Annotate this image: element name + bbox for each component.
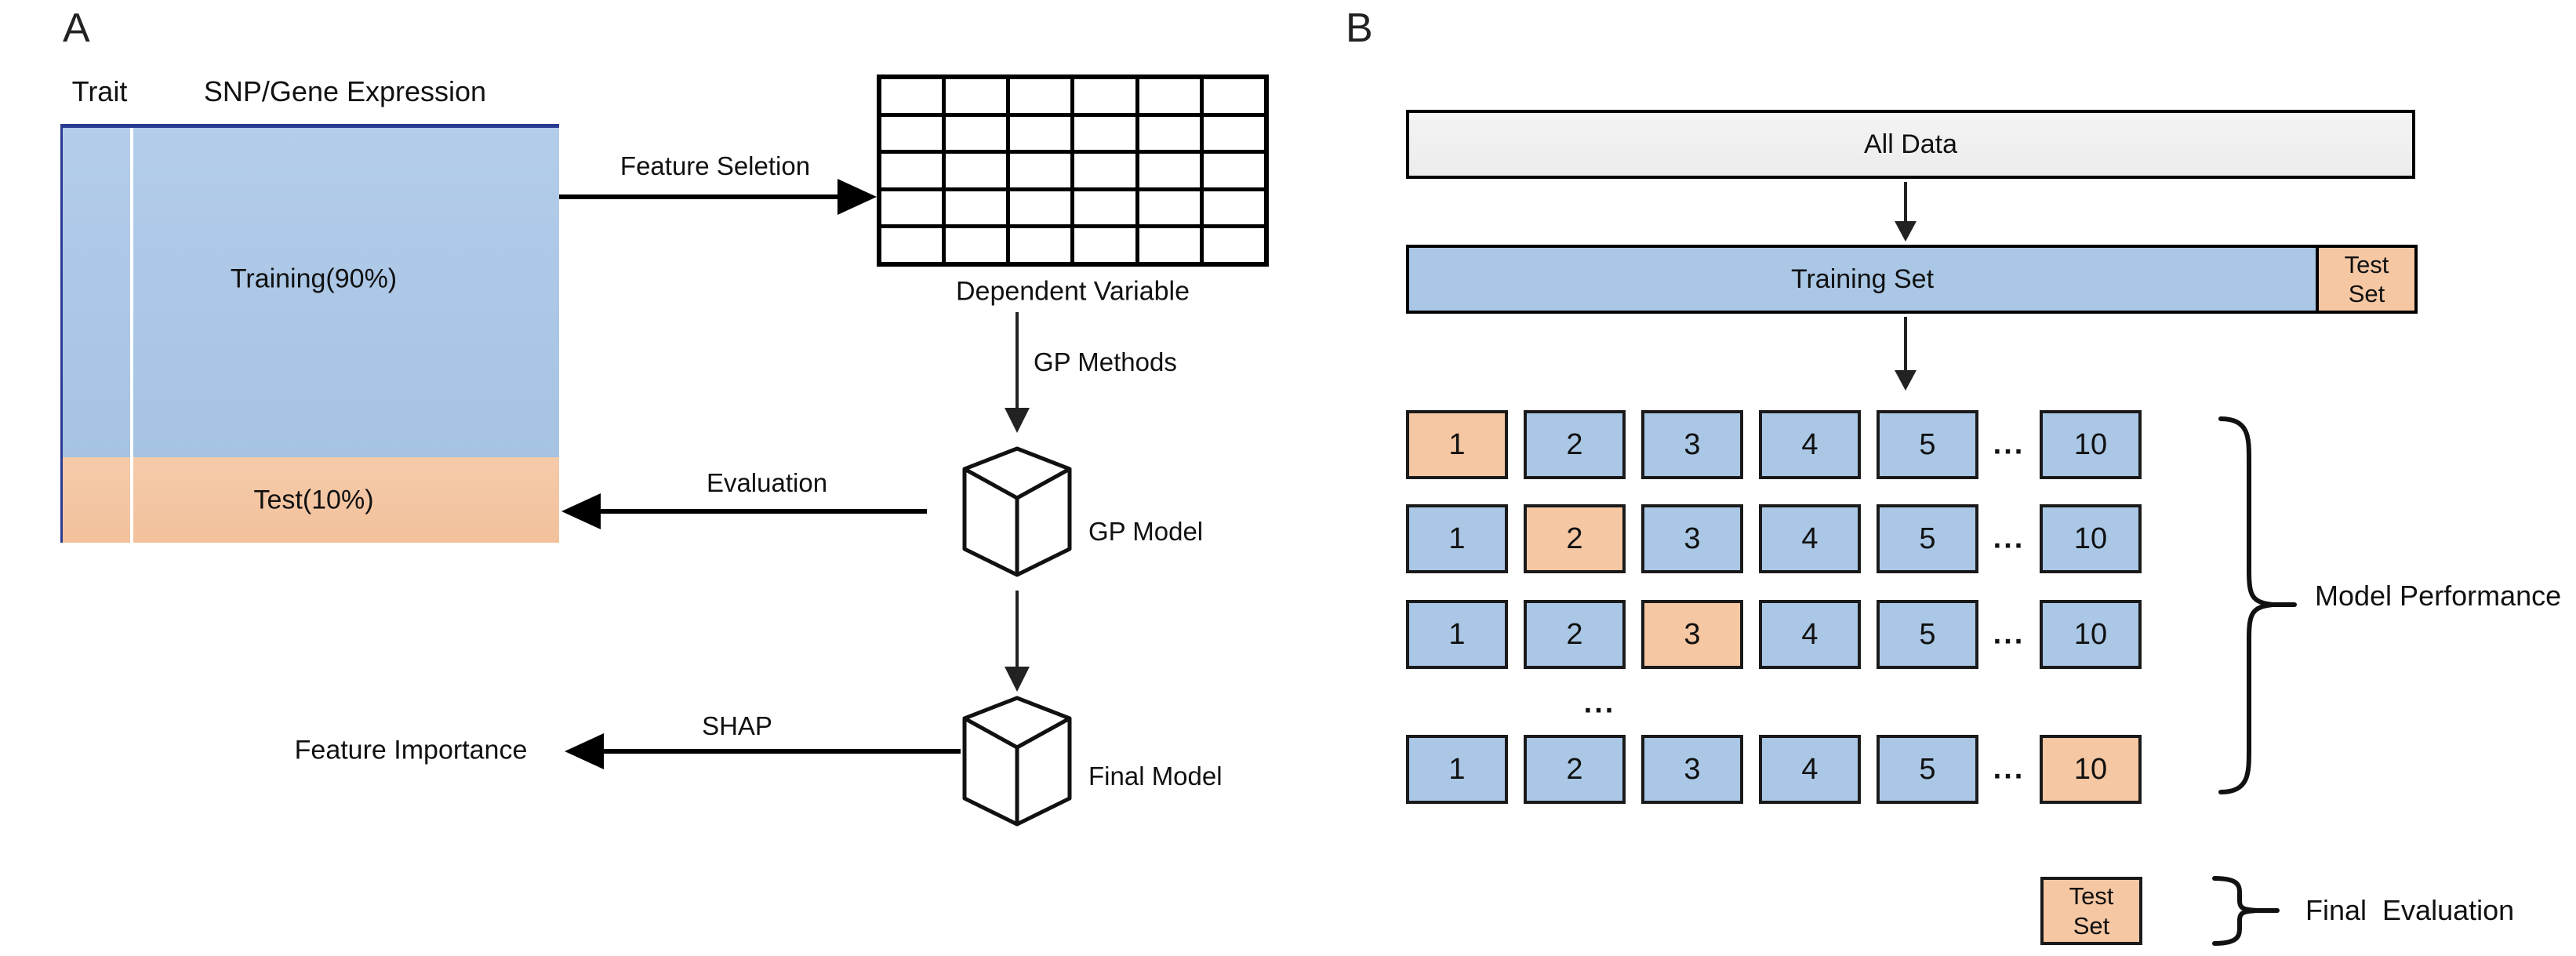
training-test-bar: Training Set Test Set (1406, 245, 2418, 314)
test-set-label-line2: Set (2348, 280, 2385, 307)
panel-b-label: B (1346, 5, 1373, 51)
trait-header: Trait (71, 75, 128, 107)
dependent-variable-label: Dependent Variable (955, 276, 1190, 307)
data-matrix (60, 124, 559, 543)
shap-arrow-head (565, 733, 604, 769)
all-data-bar: All Data (1406, 110, 2415, 179)
cv-fold-cell-row3-3: 3 (1641, 600, 1743, 669)
test-set-segment: Test Set (2316, 248, 2414, 311)
panel-a-label: A (63, 5, 90, 51)
cv-fold-cell-row1-2: 2 (1524, 410, 1626, 479)
cv-fold-cell-row4-3: 3 (1641, 735, 1743, 804)
final-evaluation-brace (2212, 876, 2258, 946)
cv-fold-cell-row2-3: 3 (1641, 504, 1743, 573)
feature-selection-label: Feature Seletion (619, 151, 811, 180)
training-set-segment: Training Set (1409, 248, 2316, 311)
cv-fold-cell-row2-4: 4 (1759, 504, 1861, 573)
cv-fold-cell-row1-10: 10 (2040, 410, 2142, 479)
shap-label: SHAP (702, 711, 772, 740)
dependent-variable-grid (877, 75, 1269, 267)
final-test-set-box: Test Set (2040, 877, 2142, 945)
test-partition (63, 457, 559, 543)
cv-fold-cell-row1-5: 5 (1877, 410, 1978, 479)
cv-row-ellipsis: ... (1993, 617, 2026, 651)
model-performance-brace (2218, 416, 2273, 794)
training-set-label: Training Set (1790, 264, 1935, 294)
cv-fold-cell-row4-5: 5 (1877, 735, 1978, 804)
snp-gene-expression-header: SNP/Gene Expression (203, 75, 487, 107)
all-data-label: All Data (1863, 129, 1958, 159)
cv-fold-cell-row4-2: 2 (1524, 735, 1626, 804)
cv-row-ellipsis: ... (1993, 752, 2026, 786)
cv-fold-cell-row4-4: 4 (1759, 735, 1861, 804)
gp-model-cube-icon (962, 446, 1072, 577)
cv-row-ellipsis: ... (1993, 427, 2026, 461)
final-test-set-line2: Set (2073, 911, 2110, 940)
gp-methods-arrow-head (1005, 408, 1030, 433)
cv-rows-ellipsis: ... (1583, 686, 1616, 720)
cv-fold-cell-row2-10: 10 (2040, 504, 2142, 573)
gp-methods-label: GP Methods (1034, 347, 1177, 376)
test-partition-label: Test(10%) (253, 485, 374, 515)
final-evaluation-label: Final Evaluation (2305, 894, 2515, 926)
cv-fold-cell-row1-3: 3 (1641, 410, 1743, 479)
evaluation-label: Evaluation (706, 468, 828, 497)
training-partition (63, 128, 559, 457)
model-to-final-arrow-head (1005, 667, 1030, 692)
feature-importance-label: Feature Importance (294, 735, 528, 765)
cv-fold-cell-row3-5: 5 (1877, 600, 1978, 669)
final-test-set-line1: Test (2069, 881, 2114, 910)
cv-fold-cell-row2-2: 2 (1524, 504, 1626, 573)
final-model-cube-icon (962, 696, 1072, 827)
cv-fold-cell-row3-1: 1 (1406, 600, 1508, 669)
training-to-folds-arrow-head (1895, 370, 1917, 391)
cv-row-ellipsis: ... (1993, 522, 2026, 555)
feature-selection-arrow-head (837, 179, 877, 215)
training-partition-label: Training(90%) (230, 264, 398, 294)
trait-column-divider (130, 128, 133, 543)
final-model-label: Final Model (1088, 762, 1223, 791)
cv-fold-cell-row2-1: 1 (1406, 504, 1508, 573)
gp-model-label: GP Model (1088, 517, 1204, 546)
cv-fold-cell-row2-5: 5 (1877, 504, 1978, 573)
cv-fold-cell-row3-10: 10 (2040, 600, 2142, 669)
evaluation-arrow-head (561, 493, 601, 529)
cv-fold-cell-row4-1: 1 (1406, 735, 1508, 804)
test-set-label-line1: Test (2344, 251, 2389, 278)
cv-fold-cell-row4-10: 10 (2040, 735, 2142, 804)
cv-fold-cell-row1-1: 1 (1406, 410, 1508, 479)
model-performance-label: Model Performance (2315, 580, 2562, 612)
alldata-to-training-arrow-head (1895, 221, 1917, 242)
cv-fold-cell-row3-2: 2 (1524, 600, 1626, 669)
cv-fold-cell-row1-4: 4 (1759, 410, 1861, 479)
cv-fold-cell-row3-4: 4 (1759, 600, 1861, 669)
